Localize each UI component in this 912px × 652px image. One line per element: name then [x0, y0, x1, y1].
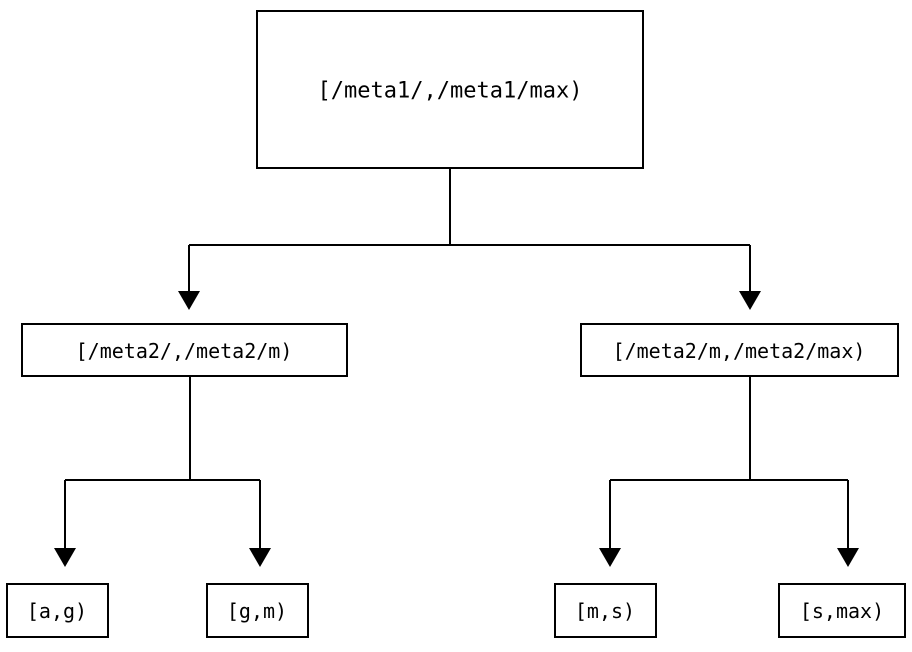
arrowhead-icon-root-to-mid-left — [178, 291, 200, 310]
node-mid-right[interactable]: [/meta2/m,/meta2/max) — [579, 322, 900, 378]
arrowhead-icon-midleft-to-leaf1 — [54, 548, 76, 567]
arrowhead-icon-midright-to-leaf3 — [599, 548, 621, 567]
node-mid-right-box[interactable] — [579, 322, 900, 378]
arrowhead-icon-midleft-to-leaf2 — [249, 548, 271, 567]
node-mid-right-label: [/meta2/m,/meta2/max) — [613, 339, 866, 363]
node-mid-left-label: [/meta2/,/meta2/m) — [76, 339, 293, 363]
node-leaf-2-label: [g,m) — [227, 599, 287, 623]
node-leaf-3-box[interactable] — [553, 582, 658, 639]
node-leaf-2[interactable]: [g,m) — [205, 582, 310, 639]
node-mid-left[interactable]: [/meta2/,/meta2/m) — [20, 322, 349, 378]
node-mid-left-box[interactable] — [20, 322, 349, 378]
node-root-label: [/meta1/,/meta1/max) — [318, 79, 583, 104]
edge-group-root-to-mid — [178, 168, 761, 310]
node-leaf-4[interactable]: [s,max) — [777, 582, 907, 639]
node-leaf-3-label: [m,s) — [575, 599, 635, 623]
node-leaf-1[interactable]: [a,g) — [5, 582, 110, 639]
edge-group-midright-to-leaves — [599, 376, 859, 567]
node-leaf-1-box[interactable] — [5, 582, 110, 639]
node-leaf-4-label: [s,max) — [800, 599, 884, 623]
arrowhead-icon-root-to-mid-right — [739, 291, 761, 310]
node-leaf-2-box[interactable] — [205, 582, 310, 639]
node-leaf-1-label: [a,g) — [27, 599, 87, 623]
edge-group-midleft-to-leaves — [54, 376, 271, 567]
node-root-box[interactable] — [255, 9, 645, 170]
node-root[interactable]: [/meta1/,/meta1/max) — [255, 9, 645, 170]
arrowhead-icon-midright-to-leaf4 — [837, 548, 859, 567]
node-leaf-3[interactable]: [m,s) — [553, 582, 658, 639]
node-leaf-4-box[interactable] — [777, 582, 907, 639]
